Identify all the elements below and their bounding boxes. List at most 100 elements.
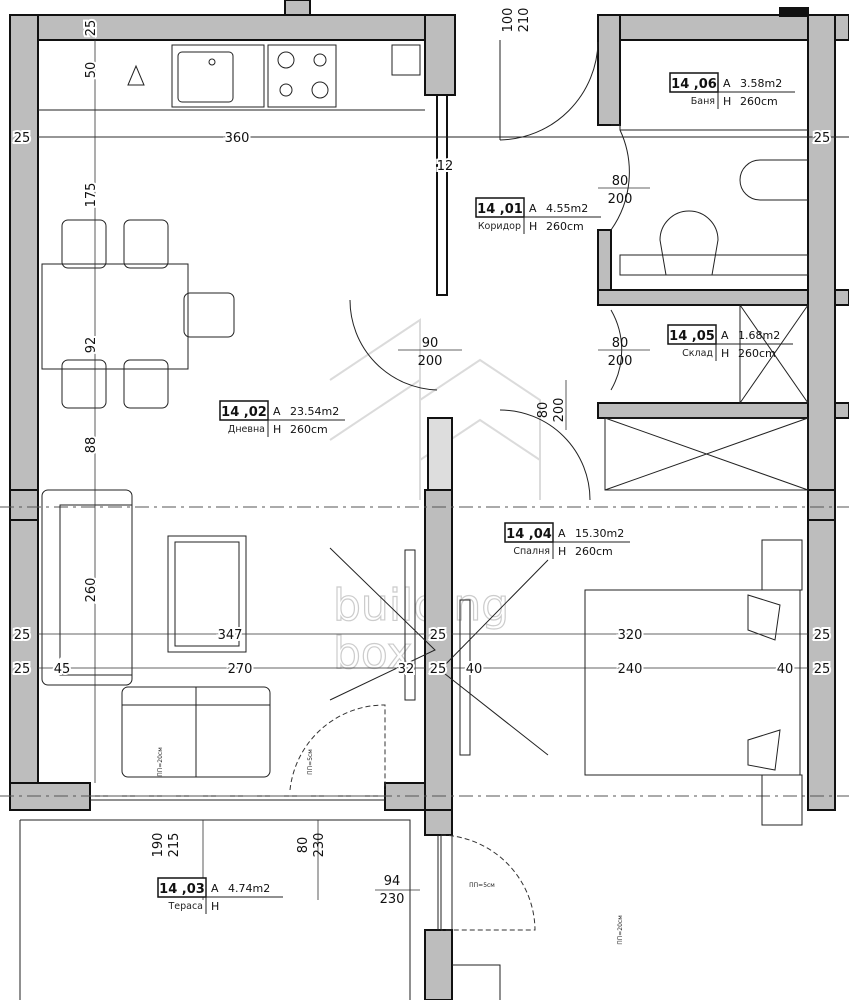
- dimension-label: 25: [84, 20, 99, 37]
- opening-height: 230: [380, 892, 405, 907]
- area-label: A: [723, 77, 731, 90]
- opening-width: 190: [151, 833, 166, 858]
- dimension-label: 50: [84, 62, 99, 79]
- dimension-label: 260: [84, 578, 99, 603]
- room-number: 14 ,04: [506, 527, 552, 542]
- dimension-label: 25: [14, 662, 31, 677]
- room-number: 14 ,02: [221, 405, 267, 420]
- height-label: H: [723, 95, 731, 108]
- room-label-line: [715, 325, 793, 361]
- dimension-label: 45: [54, 662, 71, 677]
- walls: [9, 0, 849, 1000]
- opening-height: 210: [517, 8, 532, 33]
- height-label: H: [211, 900, 219, 913]
- room-area: 4.55m2: [546, 202, 588, 215]
- dimension-label: 360: [225, 131, 250, 146]
- dimension-label: 25: [430, 662, 447, 677]
- height-label: H: [273, 423, 281, 436]
- room-number: 14 ,05: [669, 329, 715, 344]
- area-label: A: [211, 882, 219, 895]
- dimension-label: 347: [218, 628, 243, 643]
- dimension-label: 270: [228, 662, 253, 677]
- room-name: Дневна: [228, 424, 265, 435]
- room-name: Коридор: [478, 221, 521, 232]
- room-area: 23.54m2: [290, 405, 339, 418]
- dimension-label: 25: [14, 628, 31, 643]
- room-height: 260cm: [740, 95, 778, 108]
- dimension-label: 320: [618, 628, 643, 643]
- parapet-note: ПП=5см: [469, 882, 495, 889]
- room-name: Спалня: [513, 546, 550, 557]
- area-label: A: [273, 405, 281, 418]
- dimension-label: 88: [84, 437, 99, 454]
- area-label: A: [558, 527, 566, 540]
- opening-height: 200: [608, 192, 633, 207]
- opening-width: 80: [612, 174, 629, 189]
- dimension-label: 25: [814, 662, 831, 677]
- room-label-line: [267, 401, 345, 437]
- plan-lines: [0, 40, 849, 1000]
- room-area: 3.58m2: [740, 77, 782, 90]
- opening-width: 80: [612, 336, 629, 351]
- room-number: 14 ,03: [159, 882, 205, 897]
- room-height: 260cm: [546, 220, 584, 233]
- parapet-note: ПП=20см: [617, 915, 624, 945]
- room-area: 15.30m2: [575, 527, 624, 540]
- dimension-label: 240: [618, 662, 643, 677]
- room-label-line: [717, 73, 795, 109]
- room-area: 1.68m2: [738, 329, 780, 342]
- dimension-label: 25: [814, 131, 831, 146]
- dimension-label: 175: [84, 183, 99, 208]
- opening-width: 80: [296, 837, 311, 854]
- room-label-line: [523, 198, 601, 234]
- room-label-line: [205, 878, 283, 914]
- parapet-note: ПП=5см: [307, 749, 314, 775]
- height-label: H: [529, 220, 537, 233]
- dimension-label: 12: [437, 159, 454, 174]
- height-label: H: [721, 347, 729, 360]
- dimension-label: 25: [14, 131, 31, 146]
- room-name: Баня: [691, 96, 715, 107]
- dimension-label: 92: [84, 337, 99, 354]
- room-label-line: [552, 523, 630, 559]
- dimension-label: 40: [466, 662, 483, 677]
- opening-height: 200: [552, 398, 567, 423]
- room-name: Склад: [682, 348, 713, 359]
- room-area: 4.74m2: [228, 882, 270, 895]
- opening-width: 100: [501, 8, 516, 33]
- room-name: Тераса: [167, 901, 203, 912]
- svg-text:building: building: [333, 580, 509, 631]
- dimension-label: 32: [398, 662, 415, 677]
- svg-text:box: box: [333, 628, 413, 679]
- opening-height: 230: [312, 833, 327, 858]
- opening-width: 94: [384, 874, 401, 889]
- area-label: A: [529, 202, 537, 215]
- room-height: 260cm: [738, 347, 776, 360]
- opening-height: 215: [167, 833, 182, 858]
- dimension-label: 25: [814, 628, 831, 643]
- opening-height: 200: [608, 354, 633, 369]
- room-number: 14 ,01: [477, 202, 523, 217]
- room-number: 14 ,06: [671, 77, 717, 92]
- parapet-note: ПП=20см: [157, 747, 164, 777]
- dimension-labels: 25 50 360 25 25 175 12 92 88 260 347 25 25 320 25 25 45 2…: [12, 18, 833, 679]
- opening-width: 90: [422, 336, 439, 351]
- dimension-label: 25: [430, 628, 447, 643]
- opening-width: 80: [536, 402, 551, 419]
- dimension-label: 40: [777, 662, 794, 677]
- height-label: H: [558, 545, 566, 558]
- area-label: A: [721, 329, 729, 342]
- watermark-logo: building box: [329, 318, 541, 680]
- opening-height: 200: [418, 354, 443, 369]
- room-height: 260cm: [290, 423, 328, 436]
